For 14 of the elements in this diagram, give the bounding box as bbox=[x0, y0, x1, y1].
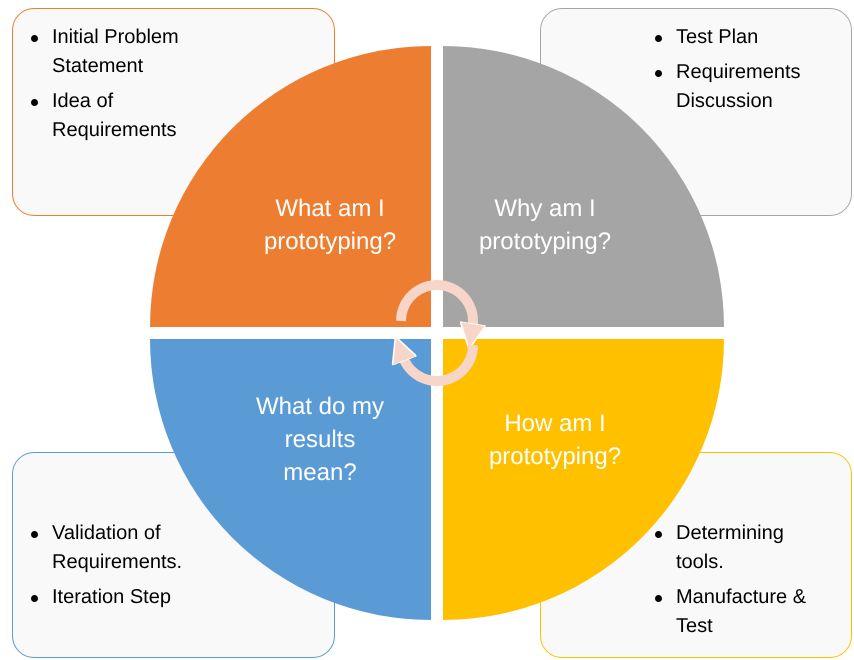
quadrant-label: What do my results mean? bbox=[254, 392, 386, 488]
quadrant-label: Why am I prototyping? bbox=[478, 194, 612, 257]
curved-arrow bbox=[392, 336, 478, 386]
bullet-text: Determining tools. bbox=[676, 522, 784, 573]
bullet-text: Validation of Requirements. bbox=[52, 522, 182, 573]
quadrant-label: What am I prototyping? bbox=[262, 194, 398, 257]
bullet-text: Manufacture & Test bbox=[676, 586, 806, 637]
bullet-text: Initial Problem Statement bbox=[52, 26, 179, 77]
bullet-text: Requirements Discussion bbox=[676, 61, 801, 112]
bullet-text: Iteration Step bbox=[52, 586, 171, 608]
quadrant-label: How am I prototyping? bbox=[488, 409, 622, 472]
bullet-text: Idea of Requirements bbox=[52, 90, 177, 141]
bullet-text: Test Plan bbox=[676, 26, 758, 48]
curved-arrow bbox=[396, 280, 487, 350]
